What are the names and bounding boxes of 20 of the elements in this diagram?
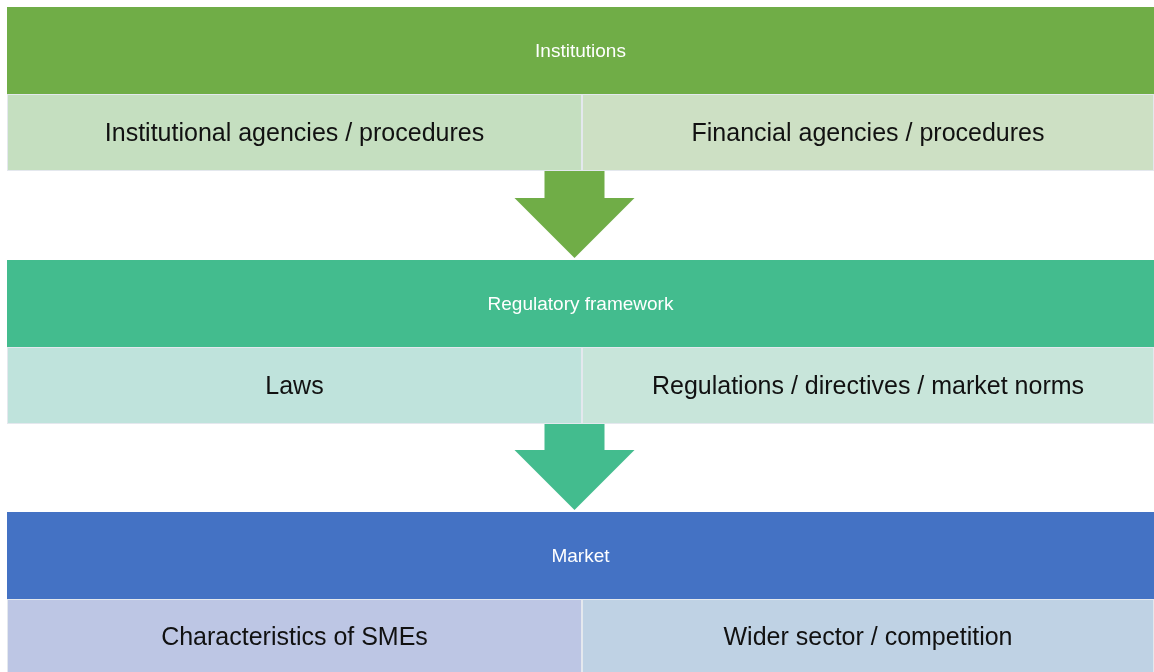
section-title: Institutions xyxy=(535,39,626,62)
block-arrow xyxy=(514,171,635,258)
category-label: Regulations / directives / market norms xyxy=(651,371,1085,400)
block-arrow xyxy=(514,424,635,510)
category-box xyxy=(582,347,1154,424)
category-label: Wider sector / competition xyxy=(723,622,1013,651)
category-label: Institutional agencies / procedures xyxy=(104,118,485,147)
category-box xyxy=(7,599,582,672)
category-box xyxy=(582,599,1154,672)
category-label: Laws xyxy=(265,371,324,400)
category-label: Characteristics of SMEs xyxy=(161,622,428,651)
section-title: Market xyxy=(551,544,610,567)
category-box xyxy=(7,347,582,424)
section-header-band xyxy=(7,512,1154,672)
section-title: Regulatory framework xyxy=(487,292,674,315)
section-header-band xyxy=(7,7,1154,171)
category-box xyxy=(582,94,1154,171)
category-box xyxy=(7,94,582,171)
section-header-band xyxy=(7,260,1154,424)
category-label: Financial agencies / procedures xyxy=(691,118,1045,147)
